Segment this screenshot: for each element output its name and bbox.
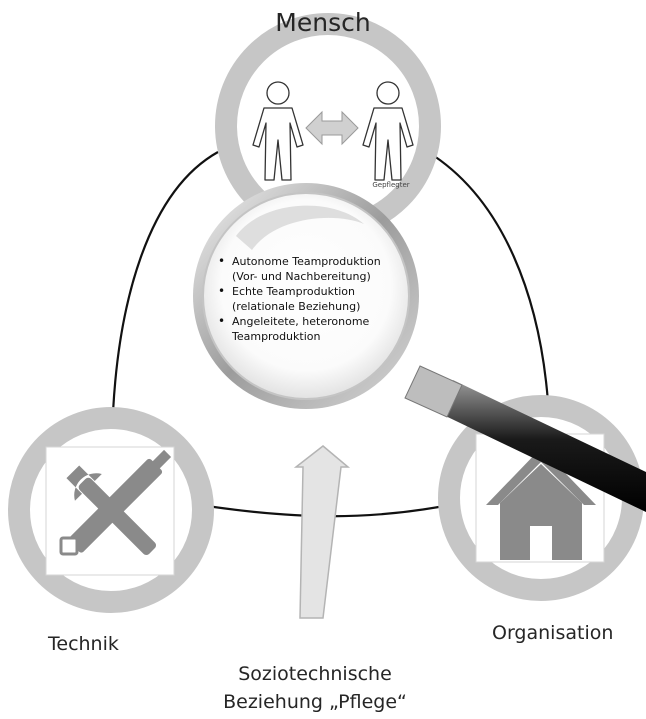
bullet-echte: Echte Teamproduktion (relationale Bezieh… (214, 284, 394, 314)
bullet-autonome: Autonome Teamproduktion (Vor- und Nachbe… (214, 254, 394, 284)
up-arrow-icon (293, 445, 351, 619)
gepflegter-label: Gepflegter (372, 181, 410, 189)
magnifying-glass-icon (193, 183, 646, 512)
caption-line-1: Soziotechnische (238, 663, 392, 685)
caption-line-2: Beziehung „Pflege“ (223, 691, 407, 713)
bullet-angeleitete: Angeleitete, heteronome Teamproduktion (214, 314, 394, 344)
mensch-title: Mensch (275, 8, 371, 37)
technik-label: Technik (48, 633, 119, 655)
person-icon-left (252, 81, 304, 181)
wrench-screwdriver-icon (59, 449, 172, 556)
organisation-label: Organisation (492, 622, 614, 644)
caption: Soziotechnische Beziehung „Pflege“ (0, 660, 630, 716)
magnifier-bullet-list: Autonome Teamproduktion (Vor- und Nachbe… (214, 254, 394, 344)
person-icon-right (362, 81, 414, 181)
double-arrow-icon (305, 110, 359, 146)
